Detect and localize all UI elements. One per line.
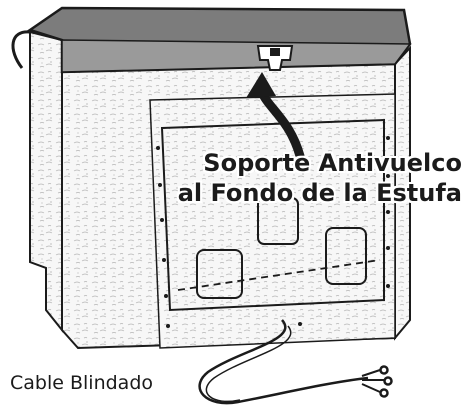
- curved-arrow-icon: [246, 72, 305, 161]
- cable-label: Cable Blindado: [10, 372, 154, 394]
- anti-tip-bracket-icon: [256, 45, 294, 71]
- cooktop: [27, 6, 412, 74]
- anti-tip-callout: Soporte Antivuelco al Fondo de la Estufa: [0, 148, 462, 208]
- vent-opening: [257, 197, 299, 245]
- vent-opening: [196, 249, 243, 299]
- mounting-screws: [156, 136, 390, 328]
- anti-tip-label-line2: al Fondo de la Estufa: [177, 179, 462, 207]
- vent-opening: [325, 227, 367, 285]
- armored-cable-icon: [198, 319, 393, 405]
- anti-tip-label-line1: Soporte Antivuelco: [203, 149, 462, 177]
